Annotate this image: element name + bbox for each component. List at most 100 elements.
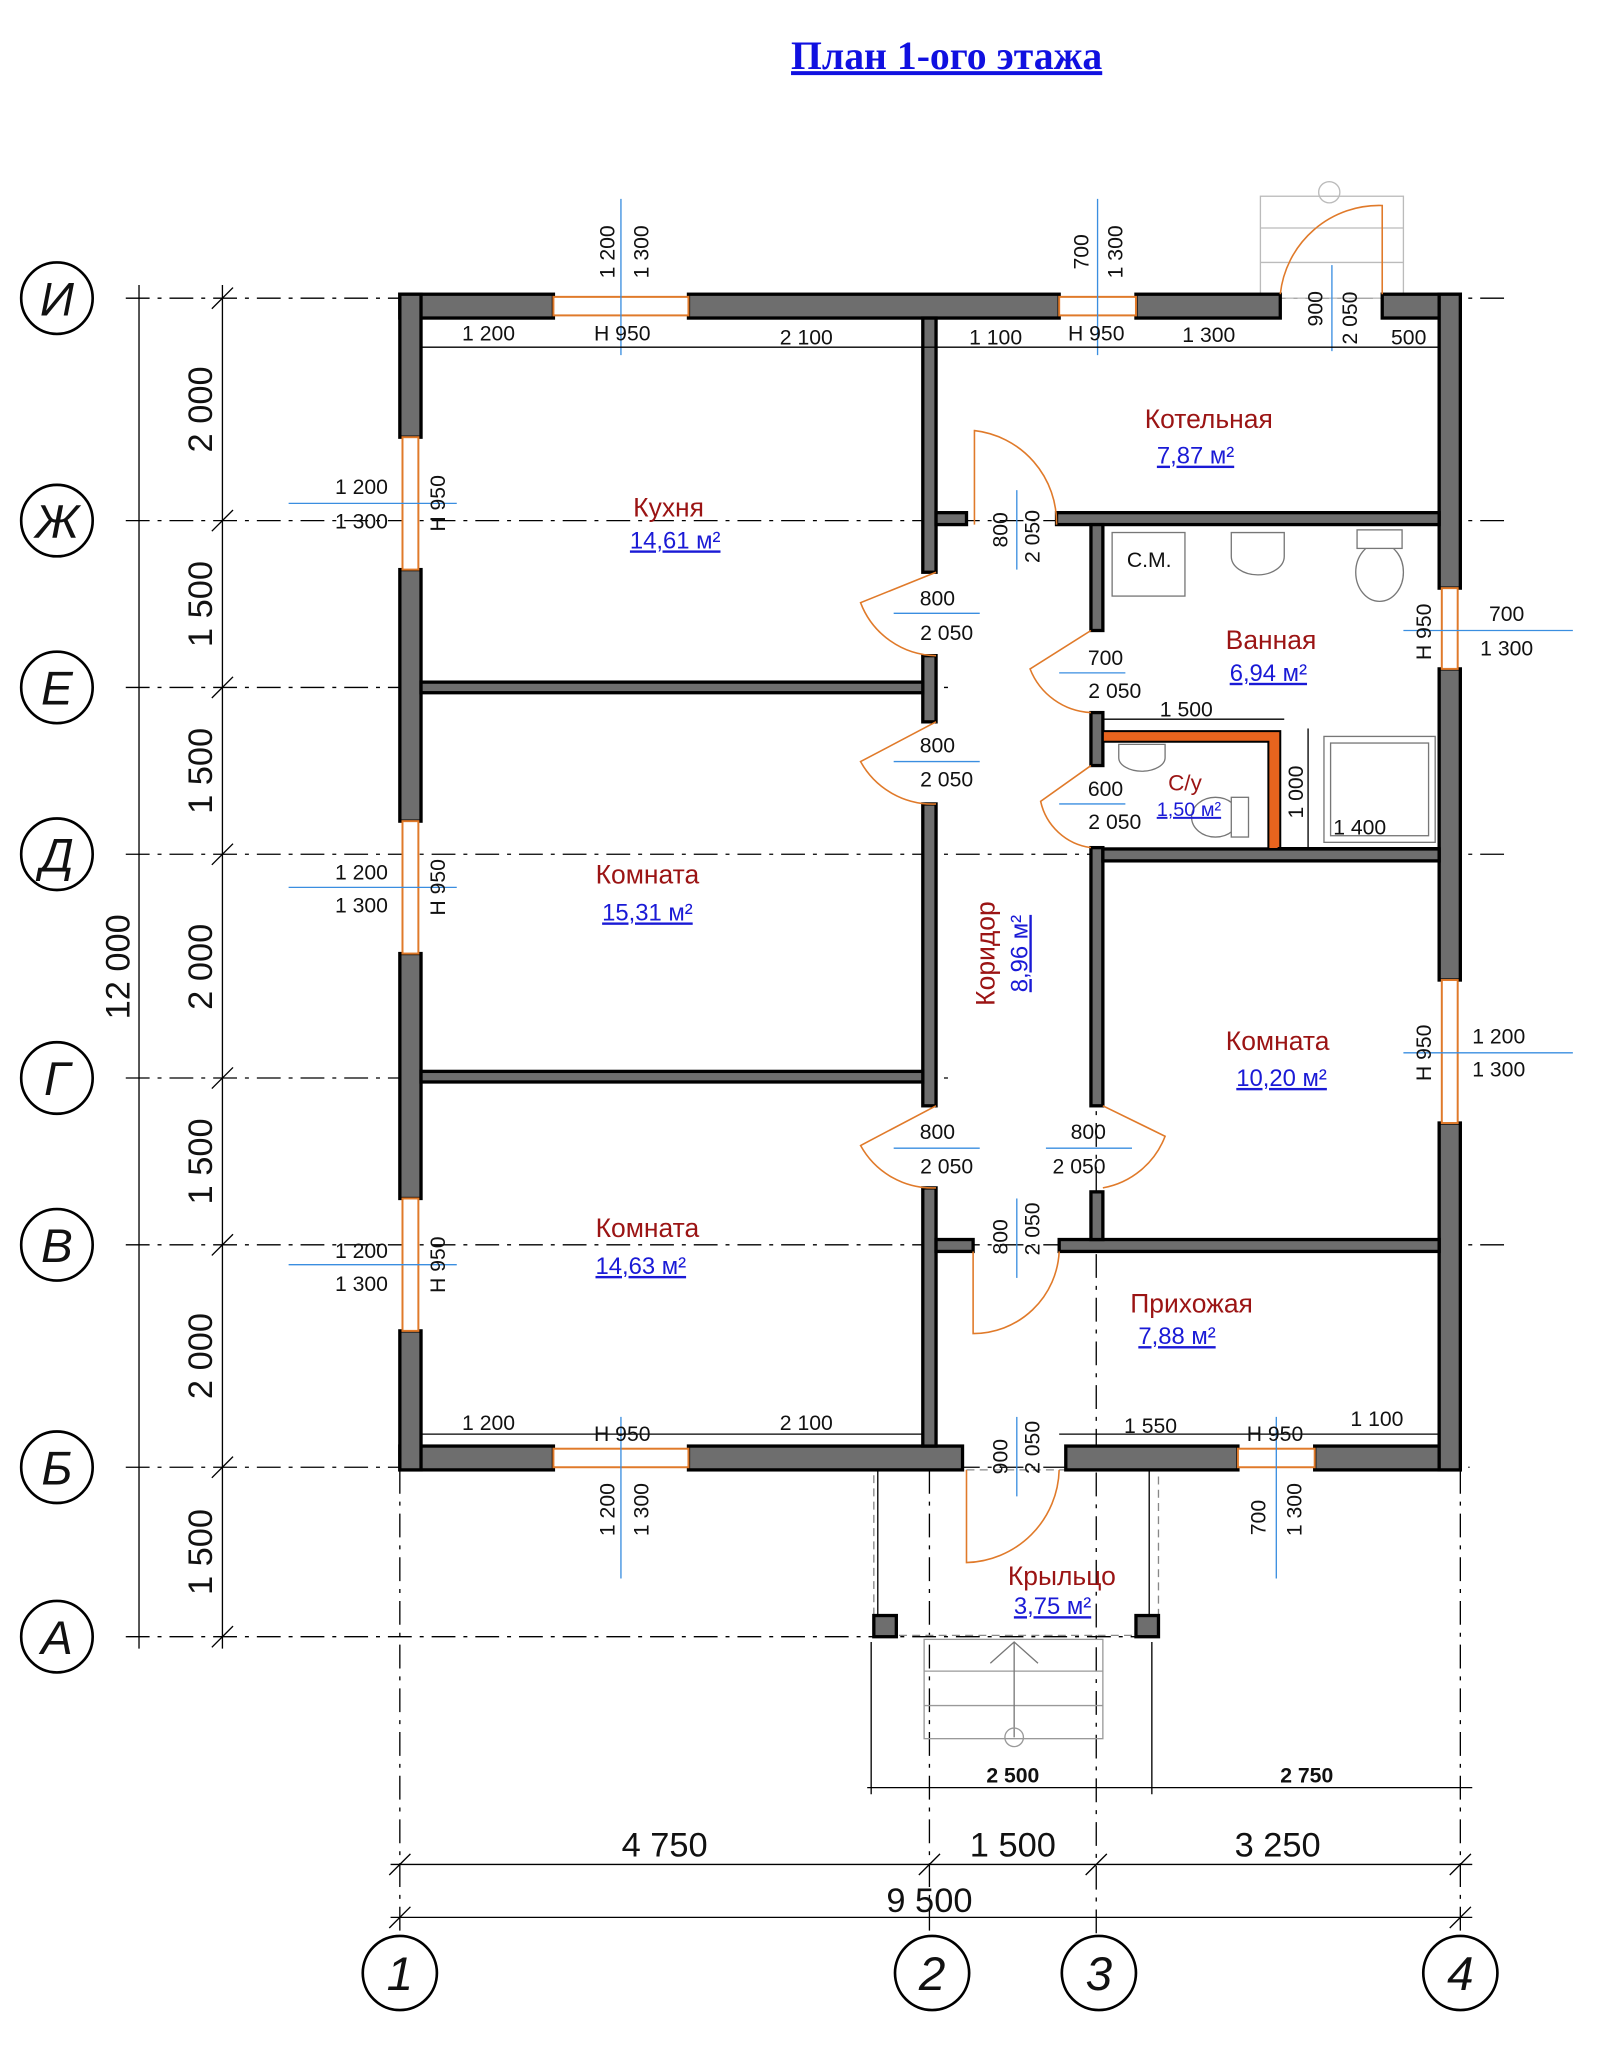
room-name: Котельная (1145, 404, 1273, 434)
dim-label: 1 300 (631, 1483, 654, 1536)
dim-label: 1 500 (182, 1509, 220, 1595)
dim-label: Н 950 (427, 475, 450, 531)
dim-total-label: 12 000 (100, 914, 138, 1019)
room-name: Комната (1226, 1026, 1330, 1056)
entry-stairs (923, 1638, 1104, 1748)
right-window-labels: 700 1 300 Н 950 1 200 1 300 Н 950 (1413, 603, 1533, 1081)
dim-label: 500 (1391, 327, 1426, 350)
windows (288, 198, 1573, 1579)
dim-label: 700 (1489, 603, 1524, 626)
room-area: 1,50 м² (1157, 799, 1222, 821)
left-window-labels: 1 200 1 300 Н 950 1 200 1 300 Н 950 1 20… (335, 475, 450, 1296)
dim-label: 1 300 (1105, 225, 1128, 278)
dim-label: 4 750 (622, 1826, 708, 1864)
dim-label: Н 950 (1068, 323, 1125, 346)
dim-label: Н 950 (427, 859, 450, 916)
toilet-partition (1101, 730, 1282, 850)
room-area: 14,63 м² (596, 1253, 687, 1280)
room-area: 15,31 м² (602, 899, 693, 926)
dim-label: 1 300 (335, 1273, 388, 1296)
dim-label: 1 300 (1182, 324, 1235, 347)
dim-total-label: 9 500 (886, 1882, 972, 1920)
dim-label: Н 950 (1413, 1025, 1436, 1082)
room-area: 6,94 м² (1230, 660, 1307, 687)
dim-label: 800 (1071, 1121, 1106, 1144)
room-name: Комната (596, 1213, 700, 1243)
sink-icon (1230, 531, 1285, 576)
dim-label: 2 050 (920, 769, 973, 792)
dim-label: 1 550 (1124, 1415, 1177, 1438)
dim-label: 2 000 (182, 924, 220, 1010)
dim-label: 1 500 (182, 1118, 220, 1204)
axis-row-label: А (38, 1612, 73, 1665)
dim-label: 700 (1088, 647, 1123, 670)
dim-label: 1 500 (182, 561, 220, 647)
room-area: 10,20 м² (1236, 1065, 1327, 1092)
toilet-icon (1355, 542, 1405, 603)
dim-label: 2 100 (780, 327, 833, 350)
dim-label: 2 050 (1339, 292, 1362, 345)
dim-label: Н 950 (427, 1236, 450, 1293)
dim-label: 1 500 (182, 728, 220, 814)
walls (398, 292, 1462, 1472)
axis-row-label: Б (41, 1442, 72, 1495)
room-name: Коридор (970, 901, 1000, 1006)
dim-label: 800 (990, 1219, 1013, 1254)
plan-title: План 1-ого этажа (791, 34, 1102, 78)
axis-col-label: 1 (387, 1948, 414, 2001)
dim-label: 2 050 (920, 1155, 973, 1178)
dim-label: 800 (920, 734, 955, 757)
dim-label: 1 200 (596, 225, 619, 278)
axis-row-label: В (41, 1220, 73, 1273)
axis-row-label: Д (35, 829, 74, 882)
dim-label: Н 950 (1413, 604, 1436, 661)
dim-label: 3 250 (1235, 1826, 1321, 1864)
dim-label: 1 200 (335, 861, 388, 884)
dim-label: 800 (920, 587, 955, 610)
dim-label: 1 300 (335, 895, 388, 918)
axis-row-label: Ж (33, 496, 82, 549)
room-name: Крыльцо (1008, 1561, 1116, 1591)
dim-label: 2 000 (182, 1313, 220, 1399)
axis-col-label: 2 (918, 1948, 946, 2001)
dim-label: 1 400 (1333, 816, 1386, 839)
dim-label: 1 200 (1472, 1026, 1525, 1049)
dim-label: Н 950 (594, 323, 651, 346)
dim-label: Н 950 (1247, 1423, 1304, 1446)
dim-label: 2 500 (986, 1764, 1039, 1787)
dim-label: 1 500 (1160, 699, 1213, 722)
bathroom-fixtures: С.М. (1102, 529, 1440, 849)
dim-label: 2 050 (920, 622, 973, 645)
dim-label: 2 050 (1088, 811, 1141, 834)
room-labels: Кухня 14,61 м² Котельная 7,87 м² Ванная … (596, 404, 1330, 1620)
dim-label: 2 050 (1021, 510, 1044, 563)
dim-label: 1 300 (1472, 1059, 1525, 1082)
room-name: Кухня (633, 493, 704, 523)
dim-label: 1 200 (335, 476, 388, 499)
room-area: 3,75 м² (1014, 1593, 1091, 1620)
dim-label: 2 750 (1280, 1764, 1333, 1787)
room-area: 7,88 м² (1138, 1323, 1215, 1350)
dim-label: 700 (1070, 234, 1093, 269)
room-name: С/у (1168, 771, 1203, 796)
dim-label: 800 (920, 1121, 955, 1144)
dim-label: 600 (1088, 778, 1123, 801)
axis-row-label: Г (44, 1053, 73, 1106)
dim-label: 900 (990, 1439, 1013, 1474)
door-labels: 800 2 050 800 2 050 700 2 050 600 2 050 … (920, 510, 1387, 1255)
dim-label: 1 300 (335, 511, 388, 534)
axis-col-label: 4 (1447, 1948, 1474, 2001)
room-name: Комната (596, 859, 700, 889)
room-area: 14,61 м² (630, 527, 721, 554)
axis-row-label: Е (41, 663, 74, 716)
washing-machine-label: С.М. (1127, 549, 1172, 572)
dim-label: 1 300 (1283, 1483, 1306, 1536)
room-area: 8,96 м² (1006, 915, 1033, 992)
room-name: Ванная (1226, 625, 1317, 655)
dim-label: 2 050 (1021, 1202, 1044, 1255)
bottom-wall-dimensions: 1 200 Н 950 2 100 900 2 050 1 550 Н 950 … (421, 1408, 1440, 1536)
dim-label: 2 000 (182, 366, 220, 452)
porch (872, 181, 1405, 1748)
